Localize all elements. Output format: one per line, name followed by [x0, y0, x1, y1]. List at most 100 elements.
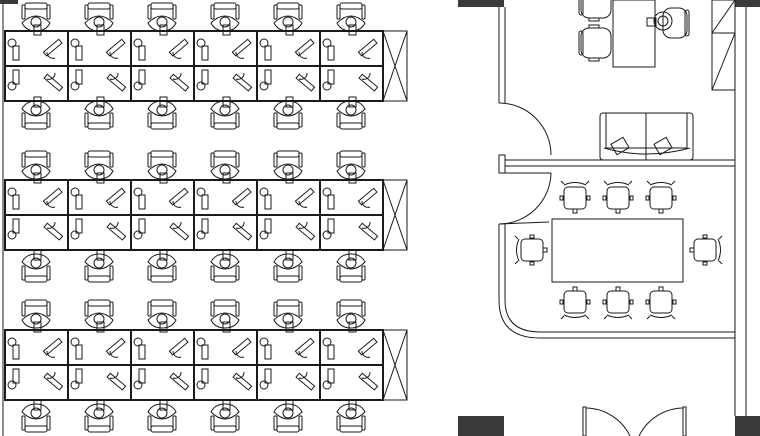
chair-arm	[337, 416, 340, 430]
person-shoulders	[211, 101, 239, 116]
monitor-stand	[299, 351, 307, 357]
person-head	[283, 105, 293, 115]
chair-arm	[110, 302, 113, 316]
person-shoulders	[337, 404, 365, 419]
monitor	[296, 373, 315, 390]
chair-back	[579, 31, 583, 55]
person-arm	[223, 25, 230, 35]
chair-arm	[22, 416, 25, 430]
workstation-desk	[5, 31, 68, 66]
chair-arm	[173, 5, 176, 19]
person-arm	[97, 250, 104, 260]
office-chair	[22, 151, 50, 183]
phone-handset	[197, 82, 205, 90]
end-panel	[383, 330, 407, 400]
monitor	[232, 188, 251, 205]
desk-surface	[131, 330, 194, 365]
desk-surface	[194, 330, 257, 365]
phone-handset	[71, 188, 79, 196]
chair-arm	[236, 113, 239, 127]
chair-arm	[47, 416, 50, 430]
chair-back	[151, 151, 173, 157]
desk-phone	[328, 345, 334, 359]
monitor-stand	[173, 351, 181, 357]
workstation-desk	[131, 330, 194, 365]
office-chair	[274, 97, 302, 129]
monitor-stand	[362, 372, 370, 378]
monitor	[106, 338, 125, 355]
conference-enclosure	[499, 224, 735, 338]
phone-handset	[260, 188, 268, 196]
office-chair	[148, 250, 176, 282]
desk-phone	[139, 345, 145, 359]
chair-arm	[148, 153, 151, 167]
monitor	[106, 39, 125, 56]
monitor-stand	[362, 201, 370, 207]
chair-back	[340, 426, 362, 432]
monitor	[358, 338, 377, 355]
desk-phone	[328, 46, 334, 60]
person-shoulders	[337, 101, 365, 116]
monitor	[170, 373, 189, 390]
monitor-stand	[299, 52, 307, 58]
phone-handset	[134, 39, 142, 47]
office-chair	[85, 300, 113, 332]
desk-phone	[139, 46, 145, 60]
chair-arm	[362, 302, 365, 316]
desk-surface	[194, 31, 257, 66]
chair-back	[25, 123, 47, 129]
person-head	[220, 165, 230, 175]
person-head	[346, 165, 356, 175]
chair-arm	[299, 266, 302, 280]
office-door-swing	[499, 103, 551, 155]
monitor-stand	[236, 201, 244, 207]
workstation-desk	[194, 215, 257, 250]
monitor-stand	[173, 73, 181, 79]
desk-surface	[320, 330, 383, 365]
person-head	[346, 408, 356, 418]
chair-arm	[148, 113, 151, 127]
office-chair	[337, 3, 365, 35]
desk-surface	[320, 31, 383, 66]
person-head	[346, 258, 356, 268]
end-panel-cross	[383, 180, 407, 250]
monitor	[233, 223, 252, 240]
person-arm	[223, 322, 230, 332]
person-head	[220, 408, 230, 418]
chair-arm	[22, 153, 25, 167]
person-shoulders	[148, 404, 176, 419]
person-head	[283, 17, 293, 27]
desk-phone	[13, 219, 19, 233]
desk-phone	[202, 369, 208, 383]
chair-arm	[530, 235, 534, 238]
workstation-desk	[5, 180, 68, 215]
chair-arm	[85, 153, 88, 167]
office-chair	[211, 97, 239, 129]
workstation-desk	[320, 66, 383, 101]
chair-casters	[561, 316, 589, 319]
workstation-desk	[5, 66, 68, 101]
conference-room	[515, 181, 722, 319]
desk-phone	[76, 70, 82, 84]
desk-phone	[328, 219, 334, 233]
person-arm	[160, 250, 167, 260]
office-chair	[337, 151, 365, 183]
chair-arm	[173, 302, 176, 316]
end-panel-cross	[383, 330, 407, 400]
monitor	[44, 223, 63, 240]
chair-front	[659, 209, 663, 213]
chair-back	[277, 276, 299, 282]
monitor	[43, 188, 62, 205]
wall-block	[0, 0, 18, 4]
chair-back	[88, 426, 110, 432]
phone-handset	[8, 231, 16, 239]
chair-casters	[604, 181, 632, 184]
office-chair	[22, 400, 50, 432]
person-shoulders	[148, 254, 176, 269]
chair-arm	[274, 113, 277, 127]
chair-seat	[694, 239, 716, 261]
chair-arm	[646, 196, 649, 200]
executive-chair	[647, 8, 689, 38]
entrance-door-swing	[586, 408, 683, 436]
